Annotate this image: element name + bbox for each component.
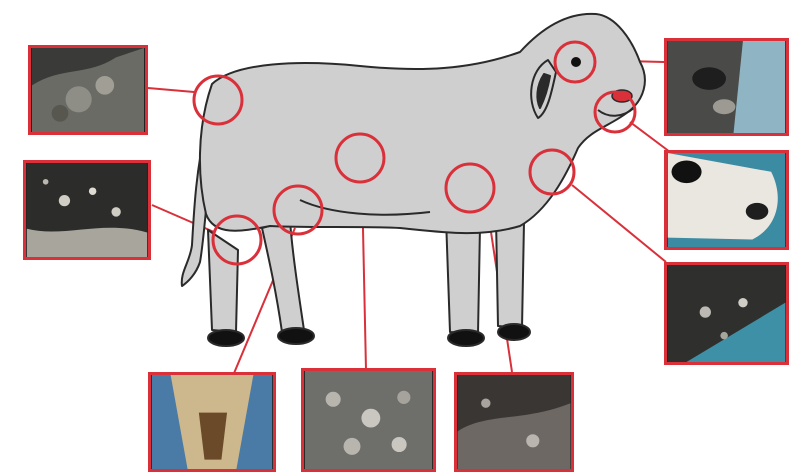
shoulder-lesion-photo (667, 265, 786, 362)
photo-muzzle (664, 150, 789, 250)
connector-rump (148, 88, 194, 92)
hoof-2 (278, 328, 314, 344)
sheep-hind-leg-right (262, 220, 304, 332)
photo-flank (148, 372, 276, 472)
hoof-1 (208, 330, 244, 346)
photo-shoulder (664, 262, 789, 365)
photo-rump (28, 45, 148, 135)
hoof-4 (498, 324, 530, 340)
sheep-illustration (182, 14, 645, 346)
photo-eye (664, 38, 789, 136)
sheep-fore-leg-right (496, 218, 524, 328)
wool-lesion-photo (304, 371, 433, 469)
sheep-body (200, 14, 645, 233)
wool-lesion-photo (151, 375, 273, 469)
muzzle-lesion-photo (667, 153, 786, 247)
hoof-3 (448, 330, 484, 346)
eye-lesion-photo (667, 41, 786, 133)
photo-foreleg (454, 372, 574, 472)
leg-skin-photo (26, 163, 148, 257)
photo-belly (301, 368, 436, 472)
skin-lesion-photo (31, 48, 145, 132)
sheep-eye (571, 57, 581, 67)
leg-skin-photo (457, 375, 571, 469)
photo-hind-leg (23, 160, 151, 260)
connector-shoulder (572, 185, 666, 262)
sheep-fore-leg-left (446, 218, 480, 334)
